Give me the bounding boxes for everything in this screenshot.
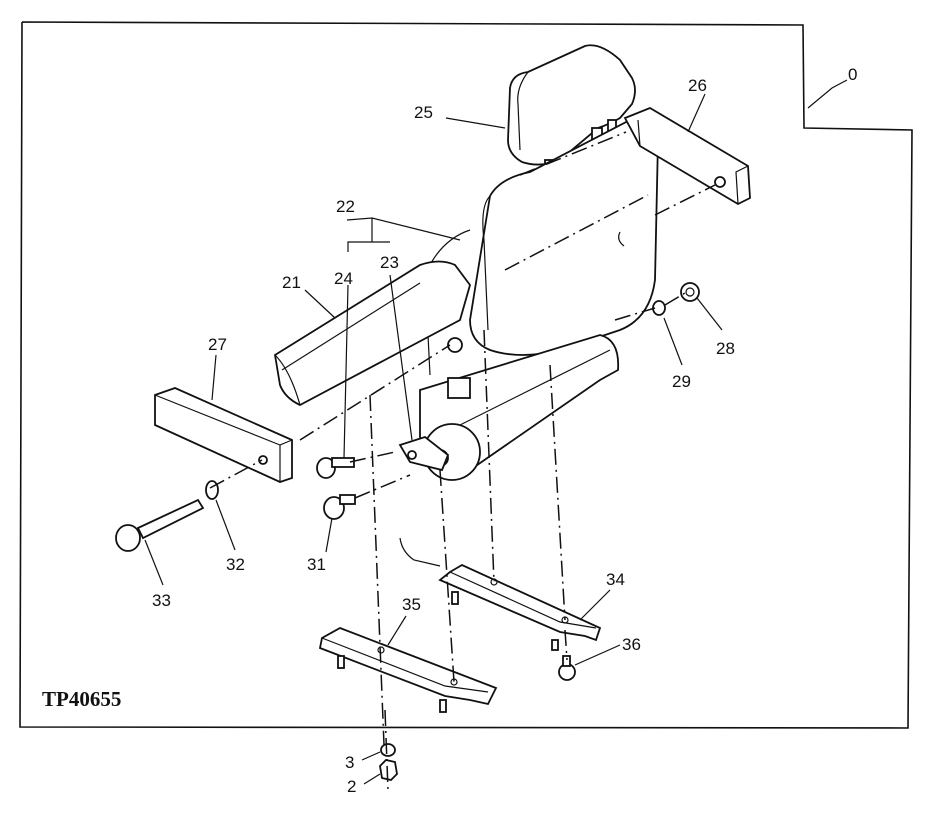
seat-frame xyxy=(419,334,620,481)
slide-rail-right xyxy=(399,537,602,651)
left-armrest xyxy=(154,387,293,483)
callout-31: 31 xyxy=(307,555,326,574)
knob xyxy=(323,494,356,520)
callout-36: 36 xyxy=(622,635,641,654)
nut-36 xyxy=(558,655,576,681)
callout-0: 0 xyxy=(848,65,857,84)
callout-3: 3 xyxy=(345,753,354,772)
slide-rail-left xyxy=(318,627,498,713)
diagram-reference-id: TP40655 xyxy=(42,687,121,711)
callout-26: 26 xyxy=(688,76,707,95)
callout-22: 22 xyxy=(336,197,355,216)
washer-32 xyxy=(205,480,219,500)
right-armrest xyxy=(623,106,751,206)
nut-2 xyxy=(379,759,398,781)
callout-28: 28 xyxy=(716,339,735,358)
recliner-bracket xyxy=(398,435,450,472)
callout-32: 32 xyxy=(226,555,245,574)
callout-25: 25 xyxy=(414,103,433,122)
assembly-lines xyxy=(209,131,716,791)
callout-23: 23 xyxy=(380,253,399,272)
callout-24: 24 xyxy=(334,269,353,288)
leader-lines xyxy=(144,79,848,785)
callout-34: 34 xyxy=(606,570,625,589)
knob-screw xyxy=(316,457,355,479)
cap-nut xyxy=(680,282,700,302)
callout-21: 21 xyxy=(282,273,301,292)
bolt xyxy=(115,498,205,552)
diagram-border xyxy=(19,21,913,729)
lock-washer xyxy=(380,743,396,757)
callout-29: 29 xyxy=(672,372,691,391)
callout-labels: 0 2 3 21 22 23 24 25 26 27 28 29 31 32 3… xyxy=(152,65,857,796)
callout-2: 2 xyxy=(347,777,356,796)
seat-cushion xyxy=(274,260,471,407)
callout-35: 35 xyxy=(402,595,421,614)
callout-33: 33 xyxy=(152,591,171,610)
callout-27: 27 xyxy=(208,335,227,354)
